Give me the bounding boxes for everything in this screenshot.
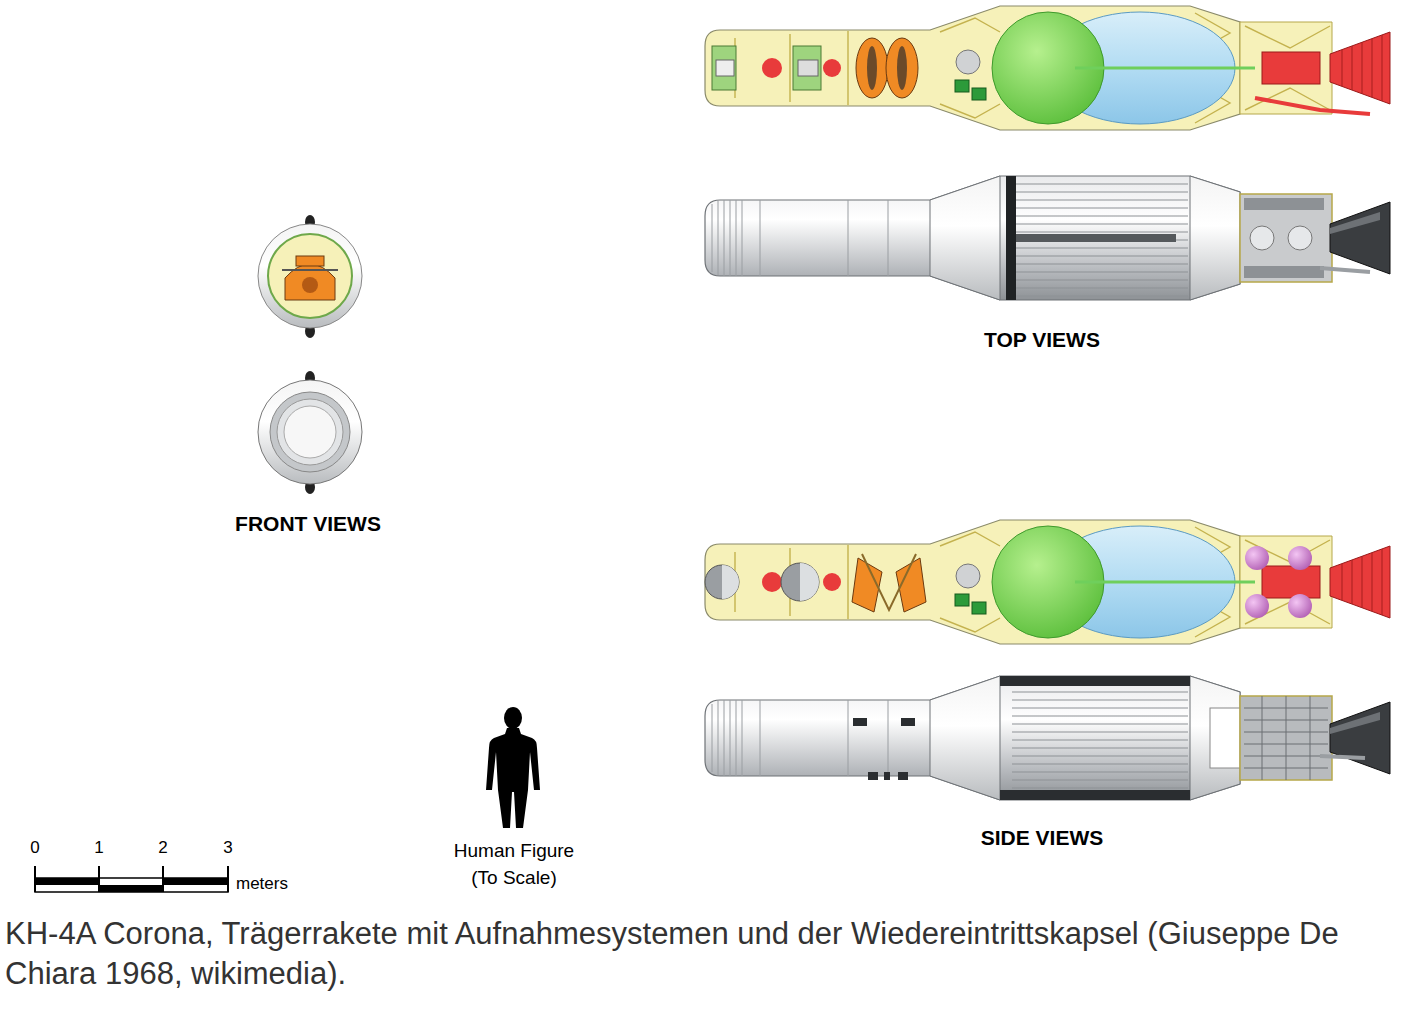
scale-number: 0 [30, 838, 39, 858]
scale-unit: meters [236, 874, 288, 894]
side-cutaway [705, 520, 1390, 644]
scale-bar [35, 866, 228, 892]
top-cutaway [705, 6, 1390, 130]
figure-caption: KH-4A Corona, Trägerrakete mit Aufnahmes… [5, 914, 1390, 994]
front-view-cutaway [258, 215, 362, 338]
scale-number: 3 [223, 838, 232, 858]
scale-number: 2 [158, 838, 167, 858]
view-heading: TOP VIEWS [984, 328, 1100, 352]
scale-number: 1 [94, 838, 103, 858]
side-external [705, 676, 1390, 800]
figure-label: (To Scale) [471, 867, 557, 889]
top-external [705, 176, 1390, 300]
view-heading: FRONT VIEWS [235, 512, 381, 536]
view-heading: SIDE VIEWS [981, 826, 1104, 850]
figure-label: Human Figure [454, 840, 574, 862]
human-figure [486, 707, 540, 828]
front-view-external [258, 371, 362, 494]
